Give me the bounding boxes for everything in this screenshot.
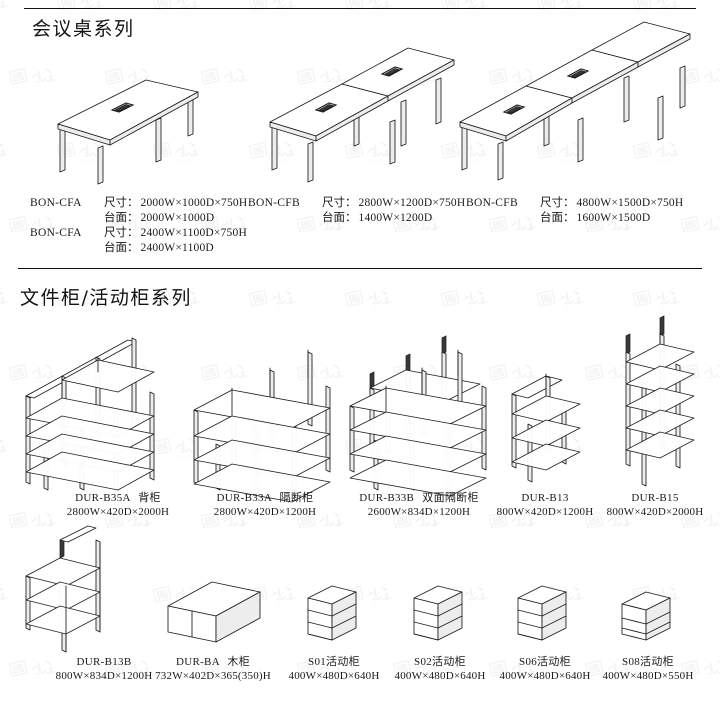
drawing-dur-b33b [344, 330, 504, 497]
spec-block-bon-cfb-4800: BON-CFB 尺寸： 4800W×1500D×750H 台面： 1600W×1… [466, 196, 683, 226]
caption-code: DUR-BA 木柜 [155, 655, 271, 669]
code-text: DUR-B33A [216, 492, 272, 504]
caption-code: DUR-B13 [497, 491, 594, 505]
drawing-dur-b13 [500, 352, 590, 483]
size-value: 2800W×1200D×750H [358, 197, 466, 209]
caption-code: S01活动柜 [308, 656, 360, 668]
caption-code: DUR-B13B [56, 655, 153, 669]
caption-s06: S06活动柜 400W×480D×640H [500, 655, 591, 683]
drawing-s01-pedestal [298, 578, 368, 650]
spec-row: BON-CFA 尺寸： 2400W×1100D×750H [30, 226, 247, 241]
caption-dimension: 800W×420D×2000H [606, 506, 704, 518]
caption-dur-ba: DUR-BA 木柜 732W×402D×365(350)H [155, 655, 271, 683]
caption-code: DUR-B33A 隔断柜 [214, 491, 316, 505]
caption-code: S02活动柜 [414, 656, 466, 668]
code-text: DUR-B13B [76, 656, 132, 668]
drawing-s02-pedestal [404, 578, 474, 650]
drawing-dur-b15 [612, 315, 702, 487]
caption-dur-b33b: DUR-B33B 双面隔断柜 2600W×834D×1200H [359, 491, 479, 519]
spec-row: BON-CFB 尺寸： 4800W×1500D×750H [466, 196, 683, 211]
code-text: DUR-B33B [359, 492, 415, 504]
drawing-dur-b33a [186, 344, 336, 503]
caption-dimension: 400W×480D×640H [394, 670, 486, 682]
top-label: 台面： [540, 212, 575, 224]
spec-block-bon-cfb-2800: BON-CFB 尺寸： 2800W×1200D×750H 台面： 1400W×1… [248, 196, 465, 226]
caption-dimension: 400W×480D×550H [602, 670, 694, 682]
drawing-conference-table-cfb-2800 [258, 40, 468, 183]
caption-dur-b13b: DUR-B13B 800W×834D×1200H [56, 655, 153, 683]
size-value: 4800W×1500D×750H [576, 197, 684, 209]
top-label: 台面： [104, 212, 139, 224]
drawing-conference-table-cfb-4800 [448, 21, 698, 181]
caption-dimension: 400W×480D×640H [499, 670, 591, 682]
name-text: 木柜 [227, 656, 251, 668]
product-code: BON-CFA [30, 197, 82, 209]
section-title-cabinets: 文件柜/活动柜系列 [20, 287, 192, 309]
caption-dur-b13: DUR-B13 800W×420D×1200H [497, 491, 594, 519]
drawing-dur-b13b [14, 525, 154, 653]
caption-code: DUR-B35A 背柜 [67, 491, 169, 505]
caption-code: S06活动柜 [519, 656, 571, 668]
top-value: 1600W×1500D [576, 212, 651, 224]
spec-row: 台面： 2400W×1100D [30, 241, 247, 256]
caption-code: DUR-B15 [607, 491, 704, 505]
code-text: DUR-B15 [631, 492, 679, 504]
caption-dimension: 2800W×420D×1200H [213, 506, 317, 518]
spec-row: BON-CFA 尺寸： 2000W×1000D×750H [30, 196, 247, 211]
caption-code: DUR-B33B 双面隔断柜 [359, 491, 479, 505]
spec-row: 台面： 2000W×1000D [30, 211, 247, 226]
size-label: 尺寸： [104, 197, 139, 209]
size-label: 尺寸： [322, 197, 357, 209]
drawing-dur-b35a [12, 324, 172, 491]
caption-s02: S02活动柜 400W×480D×640H [395, 655, 486, 683]
code-text: DUR-B35A [75, 492, 131, 504]
caption-code: S08活动柜 [622, 656, 674, 668]
caption-dimension: 2600W×834D×1200H [367, 506, 471, 518]
caption-dimension: 400W×480D×640H [288, 670, 380, 682]
top-value: 1400W×1200D [358, 212, 433, 224]
section-divider-cabinets [18, 268, 702, 269]
top-label: 台面： [104, 242, 139, 254]
drawing-dur-ba [160, 580, 270, 650]
caption-dur-b33a: DUR-B33A 隔断柜 2800W×420D×1200H [214, 491, 316, 519]
drawing-conference-table-cfa [38, 62, 218, 185]
caption-dimension: 800W×420D×1200H [496, 506, 594, 518]
spec-row: BON-CFB 尺寸： 2800W×1200D×750H [248, 196, 465, 211]
caption-dur-b15: DUR-B15 800W×420D×2000H [607, 491, 704, 519]
top-label: 台面： [322, 212, 357, 224]
caption-s01: S01活动柜 400W×480D×640H [289, 655, 380, 683]
spec-block-bon-cfa: BON-CFA 尺寸： 2000W×1000D×750H 台面： 2000W×1… [30, 196, 247, 256]
caption-dur-b35a: DUR-B35A 背柜 2800W×420D×2000H [67, 491, 169, 519]
top-value: 2400W×1100D [140, 242, 214, 254]
section-divider-top [24, 8, 696, 9]
code-text: DUR-BA [175, 656, 220, 668]
caption-dimension: 2800W×420D×2000H [66, 506, 170, 518]
name-text: 隔断柜 [279, 492, 314, 504]
size-label: 尺寸： [540, 197, 575, 209]
product-code: BON-CFB [248, 197, 300, 209]
product-code: BON-CFA [30, 227, 82, 239]
drawing-s06-pedestal [508, 578, 578, 650]
drawing-s08-pedestal [612, 584, 682, 650]
product-code: BON-CFB [466, 197, 518, 209]
top-value: 2000W×1000D [140, 212, 215, 224]
size-label: 尺寸： [104, 227, 139, 239]
size-value: 2400W×1100D×750H [140, 227, 247, 239]
section-title-conference-tables: 会议桌系列 [32, 18, 135, 40]
caption-dimension: 800W×834D×1200H [55, 670, 153, 682]
size-value: 2000W×1000D×750H [140, 197, 248, 209]
name-text: 双面隔断柜 [422, 492, 479, 504]
caption-dimension: 732W×402D×365(350)H [155, 670, 271, 682]
caption-s08: S08活动柜 400W×480D×550H [603, 655, 694, 683]
spec-row: 台面： 1600W×1500D [466, 211, 683, 226]
spec-row: 台面： 1400W×1200D [248, 211, 465, 226]
code-text: DUR-B13 [521, 492, 569, 504]
name-text: 背柜 [138, 492, 161, 504]
